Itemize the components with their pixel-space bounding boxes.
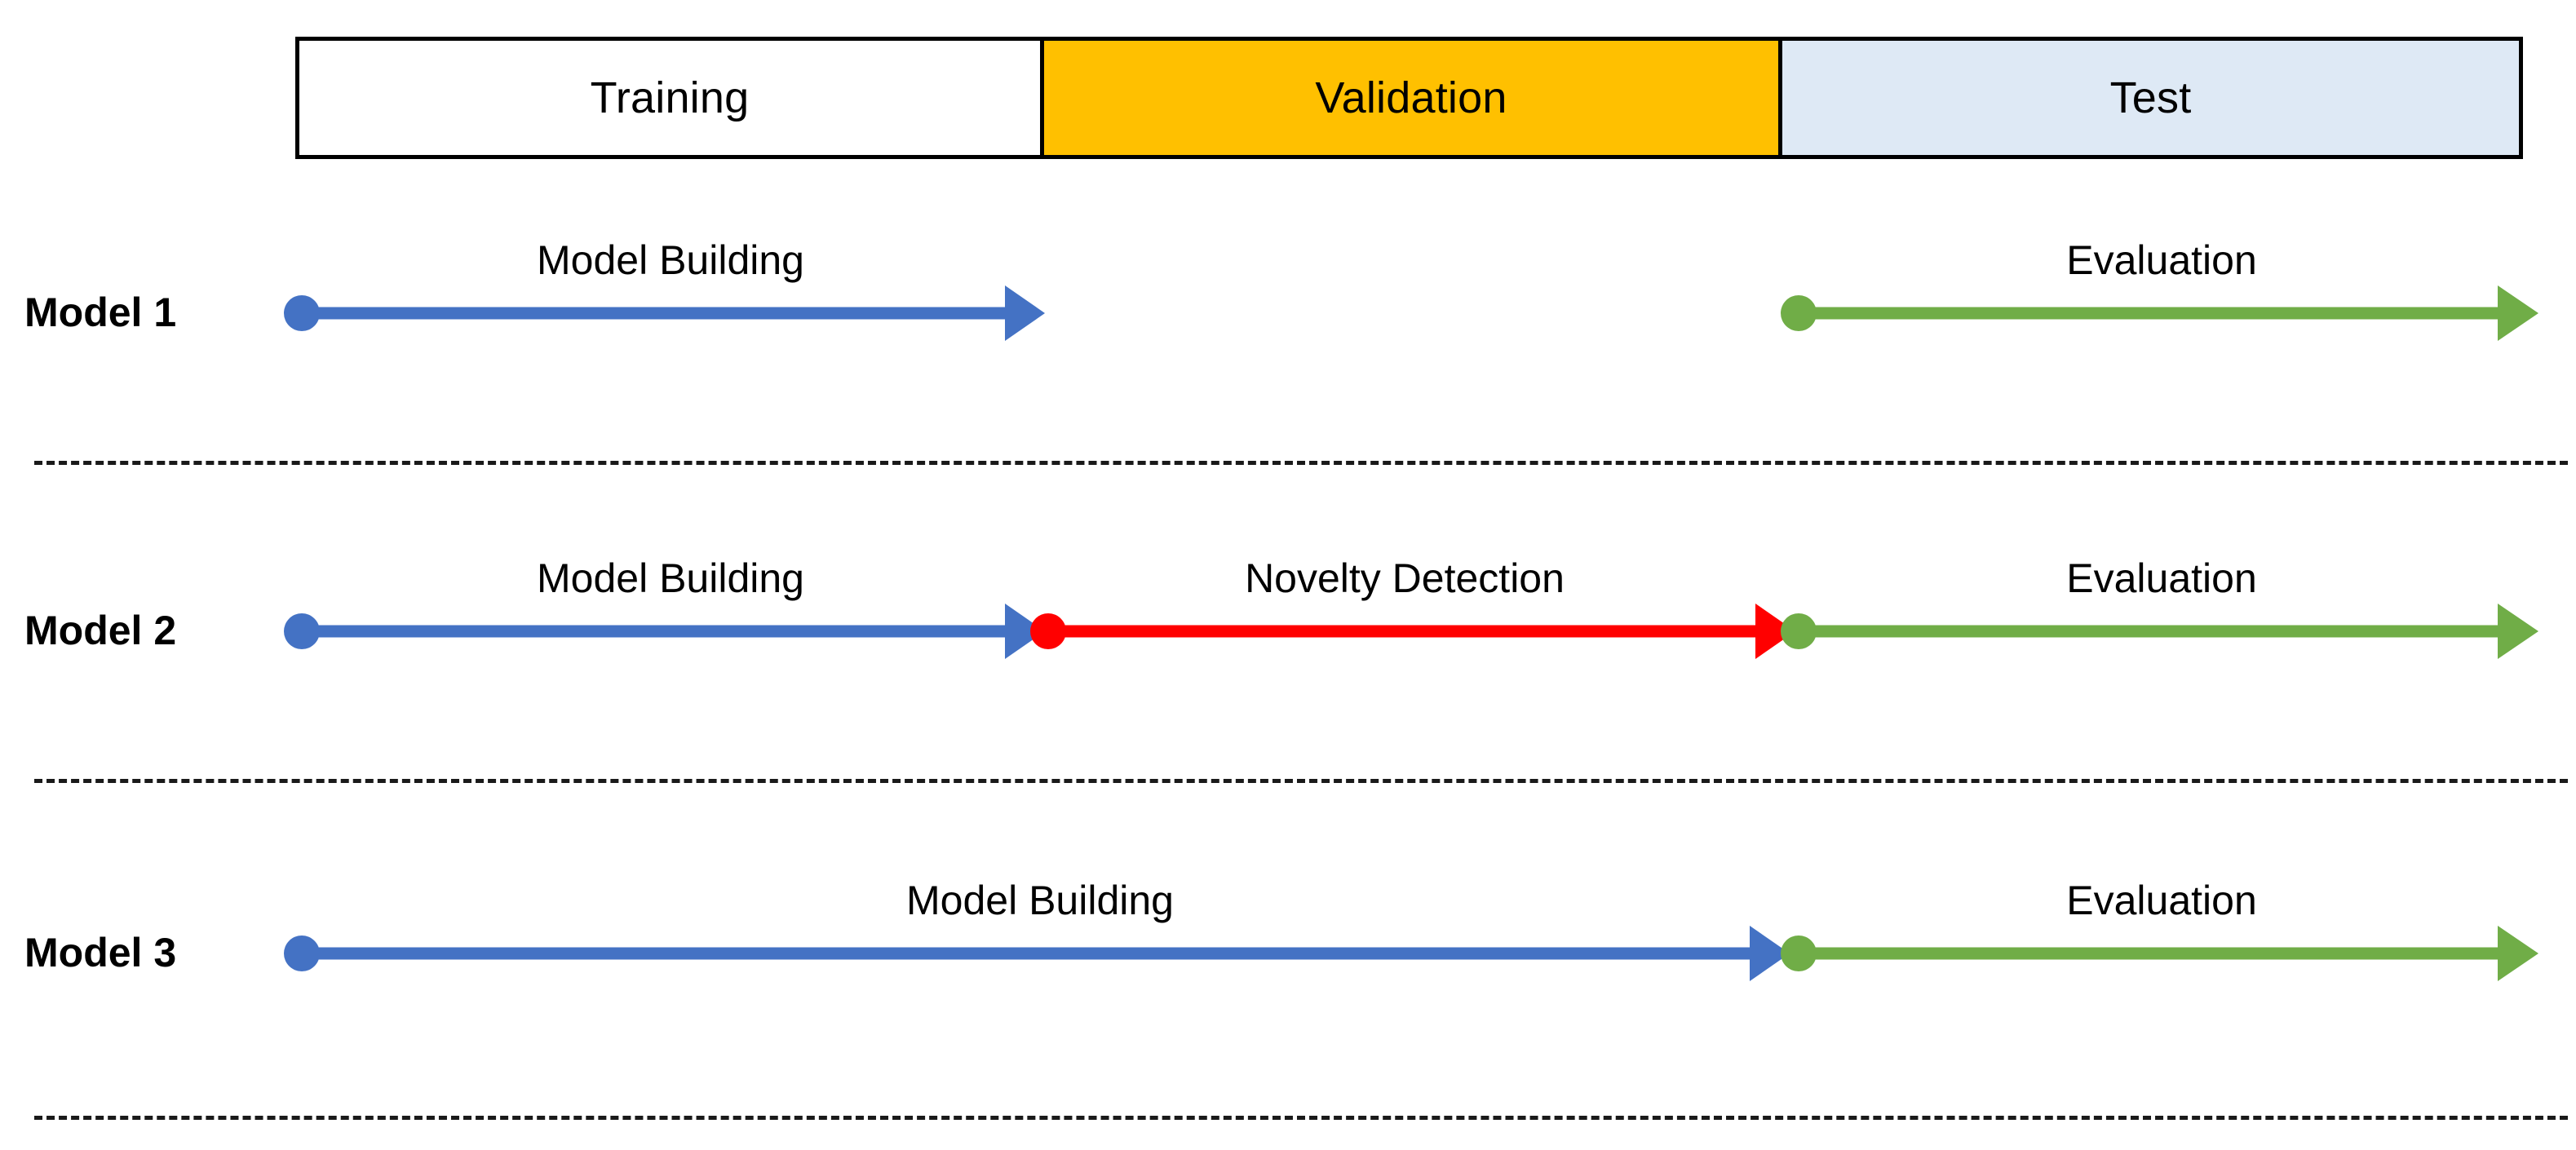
header-label-test: Test [2109, 73, 2192, 122]
separator-1 [34, 461, 2568, 465]
phase-caption-model-building-1: Model Building [537, 237, 804, 283]
phase-caption-model-building-2: Model Building [537, 555, 804, 601]
data-split-header: Training Validation Test [295, 37, 2523, 159]
arrow-novelty-detection-2 [1030, 604, 1795, 659]
arrow-evaluation-3 [1781, 926, 2538, 981]
phase-caption-evaluation-2: Evaluation [2066, 555, 2257, 601]
phase-caption-model-building-3: Model Building [906, 878, 1174, 923]
arrow-group-3 [284, 926, 2538, 981]
model-label-1: Model 1 [24, 290, 177, 335]
arrow-model-building-3 [284, 926, 1790, 981]
header-label-validation: Validation [1315, 73, 1507, 122]
separator-2 [34, 779, 2568, 783]
arrow-model-building-2 [284, 604, 1045, 659]
header-cell-training: Training [299, 41, 1040, 155]
model-label-3: Model 3 [24, 930, 177, 975]
model-row-2: Model 2 Model Building Novelty Detection… [0, 538, 2576, 710]
phase-caption-evaluation-1: Evaluation [2066, 237, 2257, 283]
arrow-model-building-1 [284, 285, 1045, 341]
separator-3 [34, 1116, 2568, 1120]
model-row-3: Model 3 Model Building Evaluation [0, 860, 2576, 1032]
arrow-group-2 [284, 604, 2538, 659]
model-row-1: Model 1 Model Building Evaluation [0, 220, 2576, 391]
header-cell-validation: Validation [1040, 41, 1778, 155]
arrow-evaluation-2 [1781, 604, 2538, 659]
phase-caption-novelty-detection-2: Novelty Detection [1245, 555, 1565, 601]
header-cell-test: Test [1778, 41, 2519, 155]
arrow-evaluation-1 [1781, 285, 2538, 341]
phase-caption-evaluation-3: Evaluation [2066, 878, 2257, 923]
model-label-2: Model 2 [24, 608, 177, 653]
header-label-training: Training [590, 73, 750, 122]
arrow-group-1 [284, 285, 2538, 341]
